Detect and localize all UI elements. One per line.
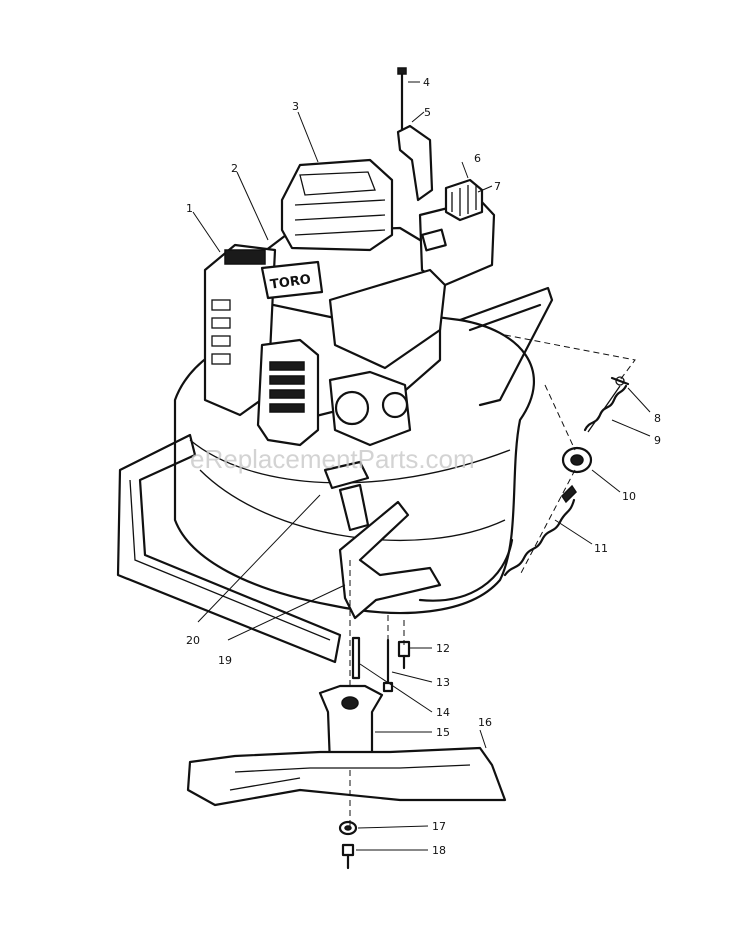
spring-11 [503, 484, 577, 577]
pin-14 [351, 636, 361, 680]
bushing-10 [561, 446, 593, 474]
blade-adapter [318, 684, 384, 766]
callout-2: 2 [231, 162, 238, 175]
bolt-12 [397, 640, 411, 670]
callout-17: 17 [432, 820, 446, 833]
bolt-18 [341, 843, 355, 870]
callout-16: 16 [478, 716, 492, 729]
bolt-13 [382, 638, 394, 693]
baffle-19 [338, 500, 442, 620]
callout-numbers: 1 2 3 4 5 6 7 8 9 10 11 12 13 14 15 16 1… [186, 76, 661, 857]
leader-lines [192, 81, 651, 851]
callout-10: 10 [622, 490, 636, 503]
toro-logo: TORO [269, 272, 312, 293]
callout-5: 5 [424, 106, 431, 119]
callout-13: 13 [436, 676, 450, 689]
callout-4: 4 [423, 76, 430, 89]
watermark: eReplacementParts.com [190, 444, 475, 474]
crankshaft [323, 460, 370, 532]
spring-9 [583, 384, 628, 433]
gas-cap [444, 178, 484, 222]
callout-20: 20 [186, 634, 200, 647]
callout-15: 15 [436, 726, 450, 739]
nut-17 [338, 820, 358, 836]
callout-7: 7 [494, 180, 501, 193]
callout-3: 3 [292, 100, 299, 113]
assembly-lines [349, 334, 636, 830]
callout-6: 6 [474, 152, 481, 165]
callout-18: 18 [432, 844, 446, 857]
callout-14: 14 [436, 706, 450, 719]
callout-9: 9 [654, 434, 661, 447]
engine-assembly: TORO [203, 158, 496, 447]
oil-fill-tube [396, 124, 434, 202]
callout-19: 19 [218, 654, 232, 667]
callout-12: 12 [436, 642, 450, 655]
mower-deck [116, 286, 554, 664]
throttle-spring-8 [610, 376, 630, 386]
dipstick [397, 67, 407, 132]
fuel-valve [421, 228, 447, 252]
callout-11: 11 [594, 542, 608, 555]
blade [186, 746, 507, 807]
callout-1: 1 [186, 202, 193, 215]
callout-8: 8 [654, 412, 661, 425]
